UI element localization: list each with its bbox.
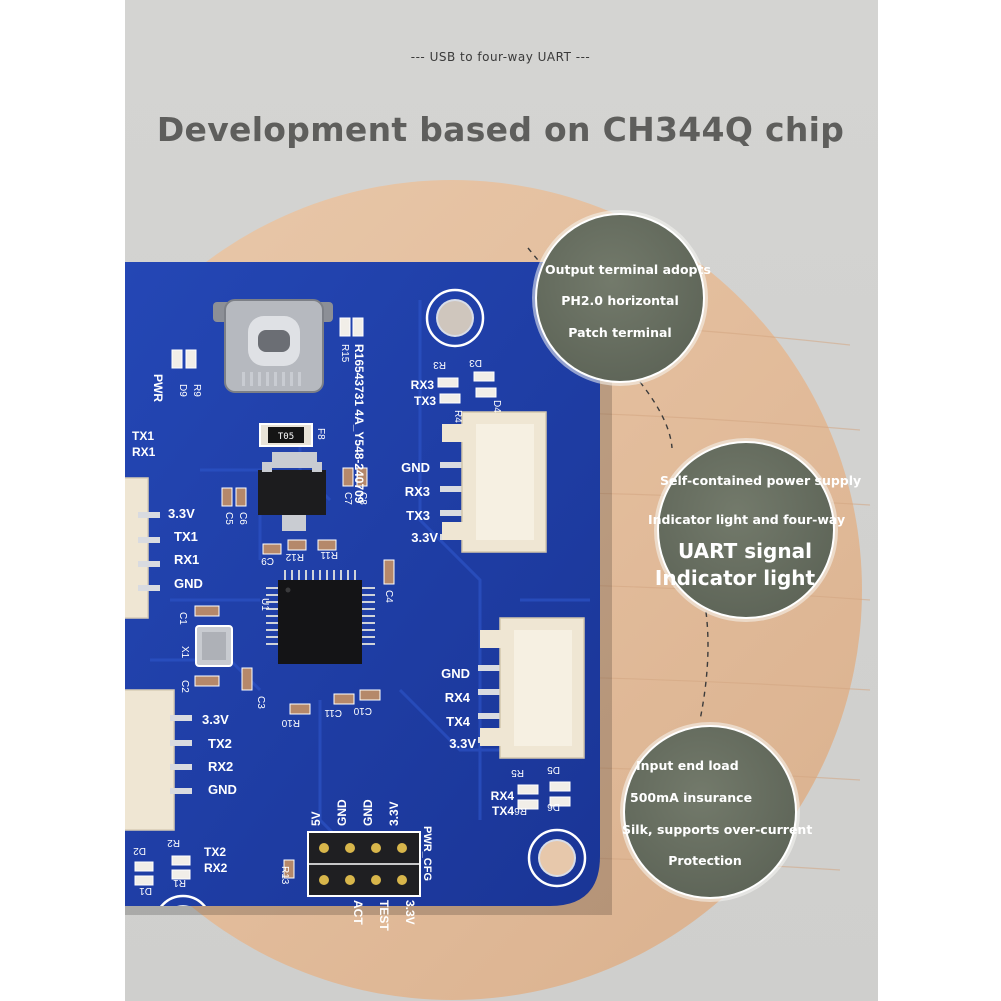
label-gnd: GND (401, 460, 430, 475)
voltage-regulator (258, 452, 326, 531)
svg-text:D1: D1 (139, 885, 152, 896)
label-gnd: GND (208, 782, 237, 797)
svg-text:C10: C10 (353, 705, 372, 716)
uart4-connector (478, 617, 585, 759)
svg-text:C5: C5 (223, 512, 234, 525)
label-test: TEST (377, 900, 391, 931)
svg-text:R4: R4 (452, 410, 463, 423)
svg-text:U1: U1 (259, 598, 270, 611)
label-tx1: TX1 (174, 529, 198, 544)
callout-power-indicator (654, 438, 838, 622)
subtitle: --- USB to four-way UART --- (410, 50, 591, 64)
label-tx2-led: TX2 (204, 845, 226, 859)
svg-text:F8: F8 (315, 428, 326, 440)
callout-line: Input end load (636, 758, 739, 773)
callout-emphasis: UART signal (678, 539, 812, 563)
callout-line: Patch terminal (568, 325, 672, 340)
label-3v3: 3.3V (387, 801, 401, 826)
label-gnd: GND (174, 576, 203, 591)
svg-text:R9: R9 (191, 384, 202, 397)
callout-emphasis: Indicator light (654, 566, 816, 590)
callout-line: 500mA insurance (630, 790, 753, 805)
label-pwr: PWR (151, 374, 165, 402)
crystal-x1 (195, 625, 233, 667)
callout-line: Silk, supports over-current (622, 822, 813, 837)
svg-text:R12: R12 (285, 551, 304, 562)
svg-text:R15: R15 (339, 344, 350, 363)
svg-text:D6: D6 (547, 801, 560, 812)
svg-text:D4: D4 (491, 400, 502, 413)
svg-text:R5: R5 (511, 767, 524, 778)
mounting-hole (527, 828, 587, 888)
fuse-f8: T05 (259, 423, 313, 447)
svg-text:C6: C6 (237, 512, 248, 525)
mounting-hole (425, 288, 485, 348)
callout-line: Self-contained power supply (660, 473, 862, 488)
svg-text:C1: C1 (177, 612, 188, 625)
ch344q-chip (266, 570, 375, 664)
label-rx1-led: RX1 (132, 445, 156, 459)
svg-text:X1: X1 (179, 646, 190, 659)
callout-fuse-protection (620, 722, 800, 902)
svg-text:C7: C7 (342, 492, 353, 505)
svg-text:D5: D5 (547, 764, 560, 775)
label-3v3: 3.3V (449, 736, 476, 751)
mounting-hole (153, 894, 213, 906)
callout-output-terminal (532, 210, 708, 386)
callout-line: Protection (668, 853, 742, 868)
label-rx3-led: RX3 (411, 378, 435, 392)
label-tx3: TX3 (406, 508, 430, 523)
label-rx2: RX2 (208, 759, 233, 774)
label-rx1: RX1 (174, 552, 199, 567)
label-3v3: 3.3V (411, 530, 438, 545)
svg-text:C3: C3 (255, 696, 266, 709)
pin-header (307, 831, 421, 897)
callout-line: Output terminal adopts (545, 262, 711, 277)
label-3v3: 3.3V (202, 712, 229, 727)
svg-text:D2: D2 (133, 845, 146, 856)
label-gnd: GND (335, 799, 349, 826)
uart1-connector (125, 477, 160, 619)
svg-text:R13: R13 (279, 866, 290, 885)
svg-text:C2: C2 (179, 680, 190, 693)
label-3v3: 3.3V (403, 900, 417, 925)
label-rx4-led: RX4 (491, 789, 515, 803)
uart3-connector (440, 411, 547, 553)
label-tx2: TX2 (208, 736, 232, 751)
svg-text:C11: C11 (324, 707, 342, 718)
label-tx1-led: TX1 (132, 429, 154, 443)
label-rx2-led: RX2 (204, 861, 228, 875)
label-tx3-led: TX3 (414, 394, 436, 408)
headline: Development based on CH344Q chip (156, 110, 845, 149)
svg-text:C9: C9 (261, 555, 274, 566)
svg-text:D3: D3 (469, 357, 482, 368)
callout-line: PH2.0 horizontal (561, 293, 679, 308)
uart2-connector (125, 689, 192, 831)
label-gnd: GND (441, 666, 470, 681)
svg-text:C4: C4 (383, 590, 394, 603)
label-5v: 5V (309, 811, 323, 826)
svg-text:C8: C8 (357, 492, 368, 505)
label-rx4: RX4 (445, 690, 471, 705)
label-pwr-cfg: PWR_CFG (421, 826, 433, 881)
label-tx4: TX4 (446, 714, 471, 729)
svg-text:D9: D9 (177, 384, 188, 397)
svg-text:R11: R11 (320, 549, 338, 560)
svg-text:R6: R6 (514, 805, 527, 816)
usb-c-connector (213, 299, 333, 393)
label-act: ACT (351, 900, 365, 925)
svg-text:R2: R2 (167, 837, 180, 848)
label-rx3: RX3 (405, 484, 430, 499)
designators: R3 R4 D3 D4 R5 R6 D5 D6 R2 R1 D2 D1 R9 D… (133, 344, 560, 896)
svg-text:R1: R1 (173, 877, 186, 888)
svg-text:R10: R10 (281, 717, 300, 728)
label-gnd: GND (361, 799, 375, 826)
board-serial: R16543731 4A_Y548-240709 (352, 344, 366, 504)
label-3v3: 3.3V (168, 506, 195, 521)
label-tx4-led: TX4 (492, 804, 514, 818)
svg-text:R3: R3 (433, 359, 446, 370)
callout-line: Indicator light and four-way (648, 512, 846, 527)
svg-text:T05: T05 (278, 432, 294, 442)
